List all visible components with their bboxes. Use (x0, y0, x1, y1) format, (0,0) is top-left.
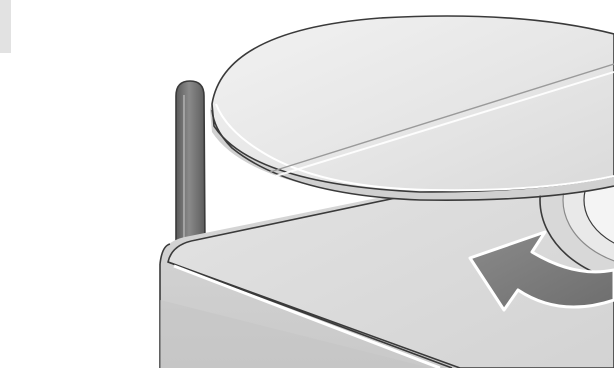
antenna (176, 81, 205, 252)
lid-disc (210, 16, 614, 200)
